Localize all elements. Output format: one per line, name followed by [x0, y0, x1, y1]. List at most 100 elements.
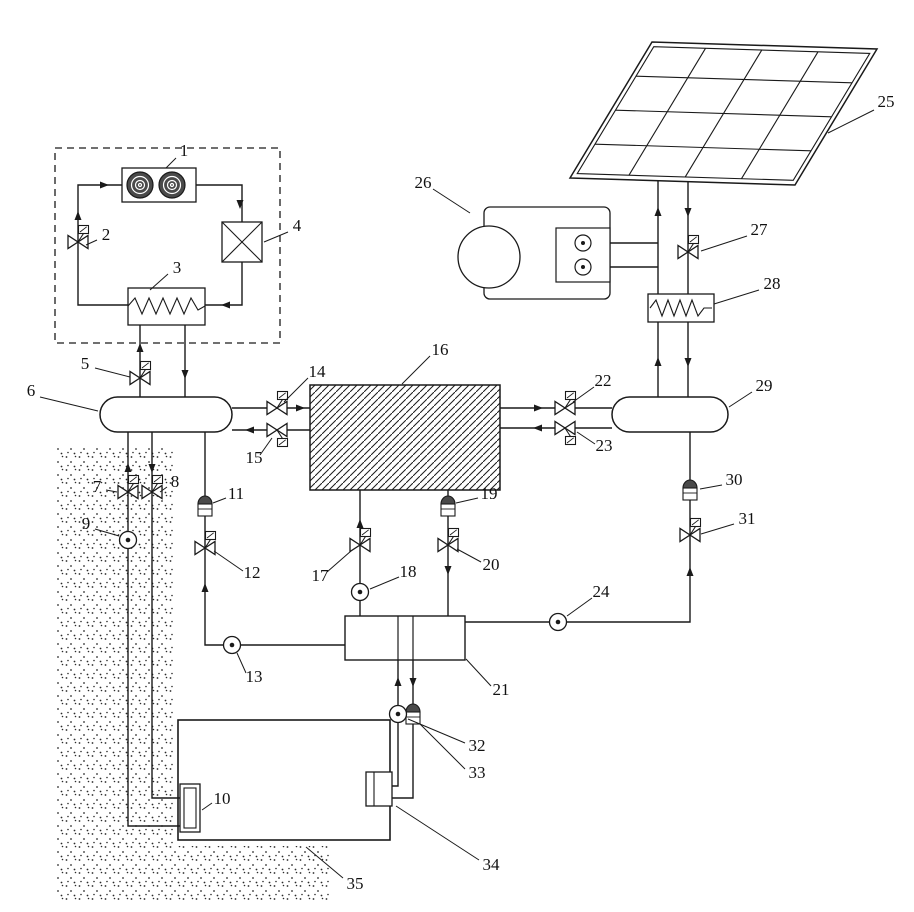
svg-text:19: 19 [481, 484, 498, 503]
ref-label-2: 2 [85, 225, 111, 246]
storage-tank-left [99, 396, 233, 433]
valve-23 [554, 420, 577, 446]
pump-18 [350, 582, 370, 602]
pump-32 [388, 704, 408, 724]
svg-text:27: 27 [751, 220, 769, 239]
filter-30 [682, 479, 698, 501]
ref-label-4: 4 [263, 216, 302, 243]
svg-text:16: 16 [432, 340, 449, 359]
svg-text:34: 34 [483, 855, 501, 874]
ref-label-20: 20 [456, 548, 500, 574]
condenser-coil-3 [127, 287, 206, 326]
manifold [344, 615, 466, 661]
filter-11 [197, 495, 213, 517]
svg-text:26: 26 [415, 173, 432, 192]
svg-text:30: 30 [726, 470, 743, 489]
ref-label-9: 9 [82, 514, 120, 537]
solar-collector-panel [570, 42, 877, 185]
ref-label-29: 29 [728, 376, 773, 408]
svg-text:28: 28 [764, 274, 781, 293]
svg-text:15: 15 [246, 448, 263, 467]
svg-text:20: 20 [483, 555, 500, 574]
ref-label-18: 18 [369, 562, 417, 590]
ref-label-25: 25 [827, 92, 895, 134]
svg-text:12: 12 [244, 563, 261, 582]
ref-label-28: 28 [713, 274, 781, 305]
svg-text:2: 2 [102, 225, 111, 244]
ref-label-32: 32 [407, 718, 486, 755]
refrigeration-unit [54, 147, 281, 344]
valve-22 [554, 390, 577, 416]
svg-text:33: 33 [469, 763, 486, 782]
valve-14 [266, 390, 289, 416]
svg-text:6: 6 [27, 381, 36, 400]
svg-text:25: 25 [878, 92, 895, 111]
ref-label-24: 24 [566, 582, 611, 617]
svg-text:11: 11 [228, 484, 244, 503]
ref-label-22: 22 [572, 371, 612, 403]
svg-text:21: 21 [493, 680, 510, 699]
svg-text:31: 31 [739, 509, 756, 528]
ref-label-34: 34 [395, 805, 501, 874]
pump-24 [548, 612, 568, 632]
svg-text:23: 23 [596, 436, 613, 455]
ref-label-11: 11 [212, 484, 244, 504]
svg-text:1: 1 [180, 141, 189, 160]
ref-label-31: 31 [700, 509, 756, 535]
ref-label-10: 10 [201, 789, 231, 811]
thermal-storage-block [309, 384, 501, 491]
ref-label-3: 3 [149, 258, 182, 291]
ref-label-17: 17 [312, 550, 352, 585]
svg-text:24: 24 [593, 582, 611, 601]
unit-boundary-dashed [54, 147, 281, 344]
ref-label-26: 26 [415, 173, 471, 214]
svg-text:9: 9 [82, 514, 91, 533]
storage-tank-right [611, 396, 729, 433]
valve-15 [266, 422, 289, 448]
svg-text:32: 32 [469, 736, 486, 755]
refrigerant-loop-pipes [77, 184, 243, 306]
fan-icon [574, 234, 592, 252]
ref-label-30: 30 [699, 470, 743, 490]
heat-exchanger-4 [221, 221, 263, 263]
pump-13 [222, 635, 242, 655]
ground-stipple [57, 445, 330, 900]
reference-labels: 1 2 3 4 5 6 7 8 9 10 11 12 13 14 15 16 1… [27, 92, 895, 893]
ref-label-21: 21 [465, 658, 510, 699]
svg-text:5: 5 [81, 354, 90, 373]
pcm-bottom-pipes [359, 490, 449, 616]
ref-label-5: 5 [81, 354, 131, 378]
manifold-tank-pipes [392, 660, 414, 799]
svg-text:35: 35 [347, 874, 364, 893]
pump-station-26 [457, 206, 611, 300]
svg-text:13: 13 [246, 667, 263, 686]
scroll-icon [158, 171, 186, 199]
ref-label-1: 1 [165, 141, 189, 169]
svg-text:10: 10 [214, 789, 231, 808]
svg-text:8: 8 [171, 472, 180, 491]
tank-coil-10 [179, 783, 201, 833]
ref-label-12: 12 [213, 550, 261, 582]
solar-heat-exchanger [647, 293, 715, 323]
ref-label-33: 33 [419, 723, 486, 782]
ref-label-35: 35 [305, 846, 364, 893]
svg-text:22: 22 [595, 371, 612, 390]
compressor [121, 167, 197, 203]
svg-text:3: 3 [173, 258, 182, 277]
ref-label-27: 27 [700, 220, 769, 252]
solar-loop-pipes [610, 181, 689, 397]
hot-water-tank [177, 719, 391, 841]
ref-label-8: 8 [159, 472, 180, 493]
svg-text:17: 17 [312, 566, 330, 585]
ref-label-23: 23 [576, 431, 613, 455]
ref-label-13: 13 [236, 652, 263, 686]
filter-19 [440, 495, 456, 517]
tank-inlet-34 [365, 771, 393, 807]
motor-circle-icon [457, 225, 521, 289]
ref-label-19: 19 [455, 484, 498, 504]
ref-label-7: 7 [93, 477, 118, 496]
svg-text:14: 14 [309, 362, 327, 381]
svg-text:29: 29 [756, 376, 773, 395]
